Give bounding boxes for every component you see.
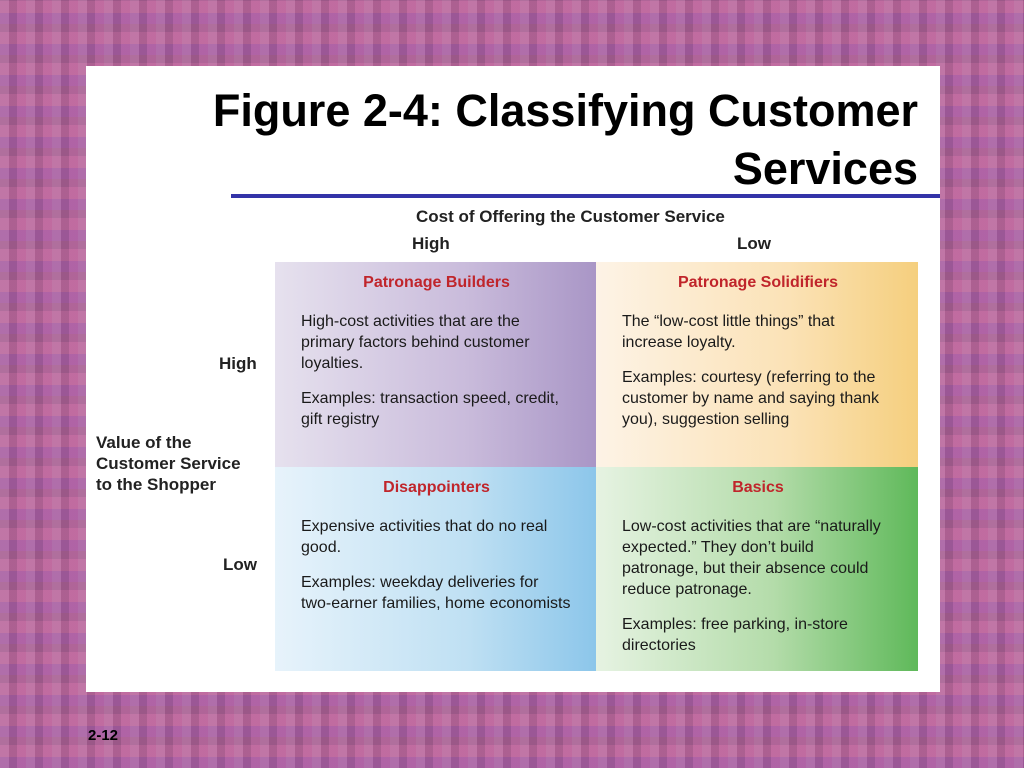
quadrant-title: Patronage Builders: [363, 274, 510, 291]
quadrant-title: Basics: [732, 479, 784, 496]
quadrant-patronage-solidifiers: Patronage Solidifiers The “low-cost litt…: [596, 262, 918, 467]
quadrant-examples: Examples: free parking, in-store directo…: [622, 616, 848, 654]
quadrant-description: The “low-cost little things” that increa…: [622, 313, 835, 351]
quadrant-examples: Examples: courtesy (referring to the cus…: [622, 369, 880, 428]
quadrant-examples: Examples: weekday deliveries for two-ear…: [301, 574, 571, 612]
slide-panel: Figure 2-4: Classifying Customer Service…: [86, 66, 940, 692]
cost-axis-high-label: High: [412, 234, 450, 253]
value-axis-low-label: Low: [223, 555, 257, 574]
quadrant-title: Disappointers: [383, 479, 490, 496]
cost-axis-low-label: Low: [737, 234, 771, 253]
quadrant-disappointers: Disappointers Expensive activities that …: [275, 467, 596, 671]
title-divider: [231, 194, 940, 198]
quadrant-examples: Examples: transaction speed, credit, gif…: [301, 390, 559, 428]
quadrant-patronage-builders: Patronage Builders High-cost activities …: [275, 262, 596, 467]
quadrant-title: Patronage Solidifiers: [677, 274, 839, 291]
quadrant-description: High-cost activities that are the primar…: [301, 313, 530, 372]
value-axis-high-label: High: [219, 354, 257, 373]
value-axis-title: Value of the Customer Service to the Sho…: [96, 433, 241, 494]
quadrant-description: Low-cost activities that are “naturally …: [622, 518, 881, 598]
quadrant-basics: Basics Low-cost activities that are “nat…: [596, 467, 918, 671]
cost-axis-title: Cost of Offering the Customer Service: [416, 207, 725, 226]
quadrant-description: Expensive activities that do no real goo…: [301, 518, 548, 556]
slide-title: Figure 2-4: Classifying Customer Service…: [212, 85, 918, 194]
slide-number: 2-12: [88, 727, 119, 744]
